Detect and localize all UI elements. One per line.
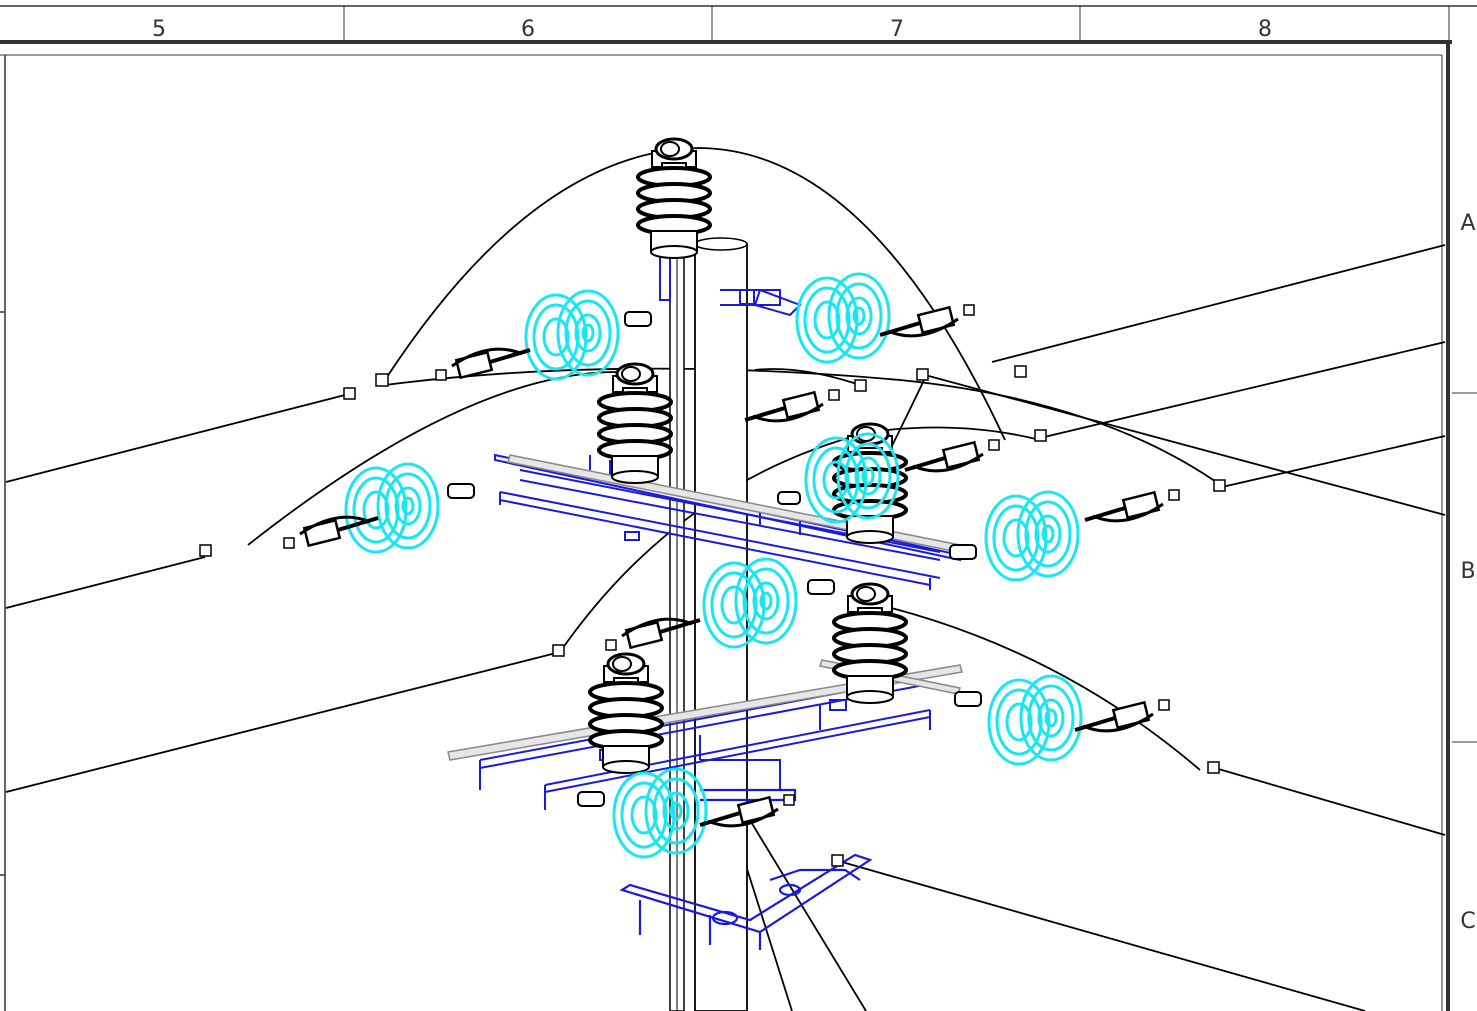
conductor-left-upper [5, 394, 346, 483]
zone-label-row-1: A [1460, 211, 1475, 236]
zone-label-row-2: B [1460, 559, 1475, 584]
column-zone-labels: 5 6 7 8 [152, 17, 1272, 42]
jumper-arc-left [247, 371, 621, 546]
jumper-arc-lower [879, 604, 1201, 771]
wire-connector-icon [282, 515, 380, 550]
zone-label-row-3: C [1460, 909, 1475, 934]
wire-connector-icon [903, 438, 1001, 473]
suspension-disc-insulator-icon [795, 272, 891, 364]
suspension-disc-insulator-icon [987, 674, 1083, 766]
zone-label-col-3: 7 [890, 17, 904, 42]
suspension-disc-insulator-icon [612, 767, 708, 859]
conductor-left-middle [5, 556, 206, 609]
wire-connector-icon [743, 388, 841, 423]
wire-connector-icon [1083, 488, 1181, 523]
zone-label-col-4: 8 [1258, 17, 1272, 42]
conductor-right-c1 [1214, 767, 1446, 836]
jumper-short-1 [754, 368, 861, 386]
drawing-frame [0, 5, 1477, 1011]
conductor-left-lower [5, 651, 561, 793]
end-connectors [199, 365, 1226, 867]
down-lead-2 [744, 811, 867, 1011]
zone-label-col-2: 6 [521, 17, 535, 42]
jumper-arc-top [384, 147, 1006, 441]
zone-label-col-1: 5 [152, 17, 166, 42]
conductor-right-a1 [991, 244, 1446, 363]
wire-connector-icon [878, 303, 976, 338]
jumper-arc-center [559, 426, 1041, 653]
overhead-conductors [5, 147, 1446, 1011]
wire-connector-icon [604, 617, 702, 652]
arm-hardware [447, 311, 982, 807]
suspension-disc-insulator-icon [984, 490, 1080, 582]
jumper-arc-middle [384, 367, 1223, 487]
conductor-right-b1 [1221, 435, 1446, 488]
conductor-right-a2 [1039, 341, 1446, 439]
row-zone-labels: A B C [1460, 211, 1475, 934]
bottom-bracket [619, 788, 873, 950]
conductor-right-c2 [841, 861, 1366, 1011]
wire-connector-icon [1073, 698, 1171, 733]
pole [669, 237, 748, 1011]
suspension-disc-insulator-icon [524, 289, 620, 381]
suspension-disc-insulator-icon [344, 462, 440, 554]
